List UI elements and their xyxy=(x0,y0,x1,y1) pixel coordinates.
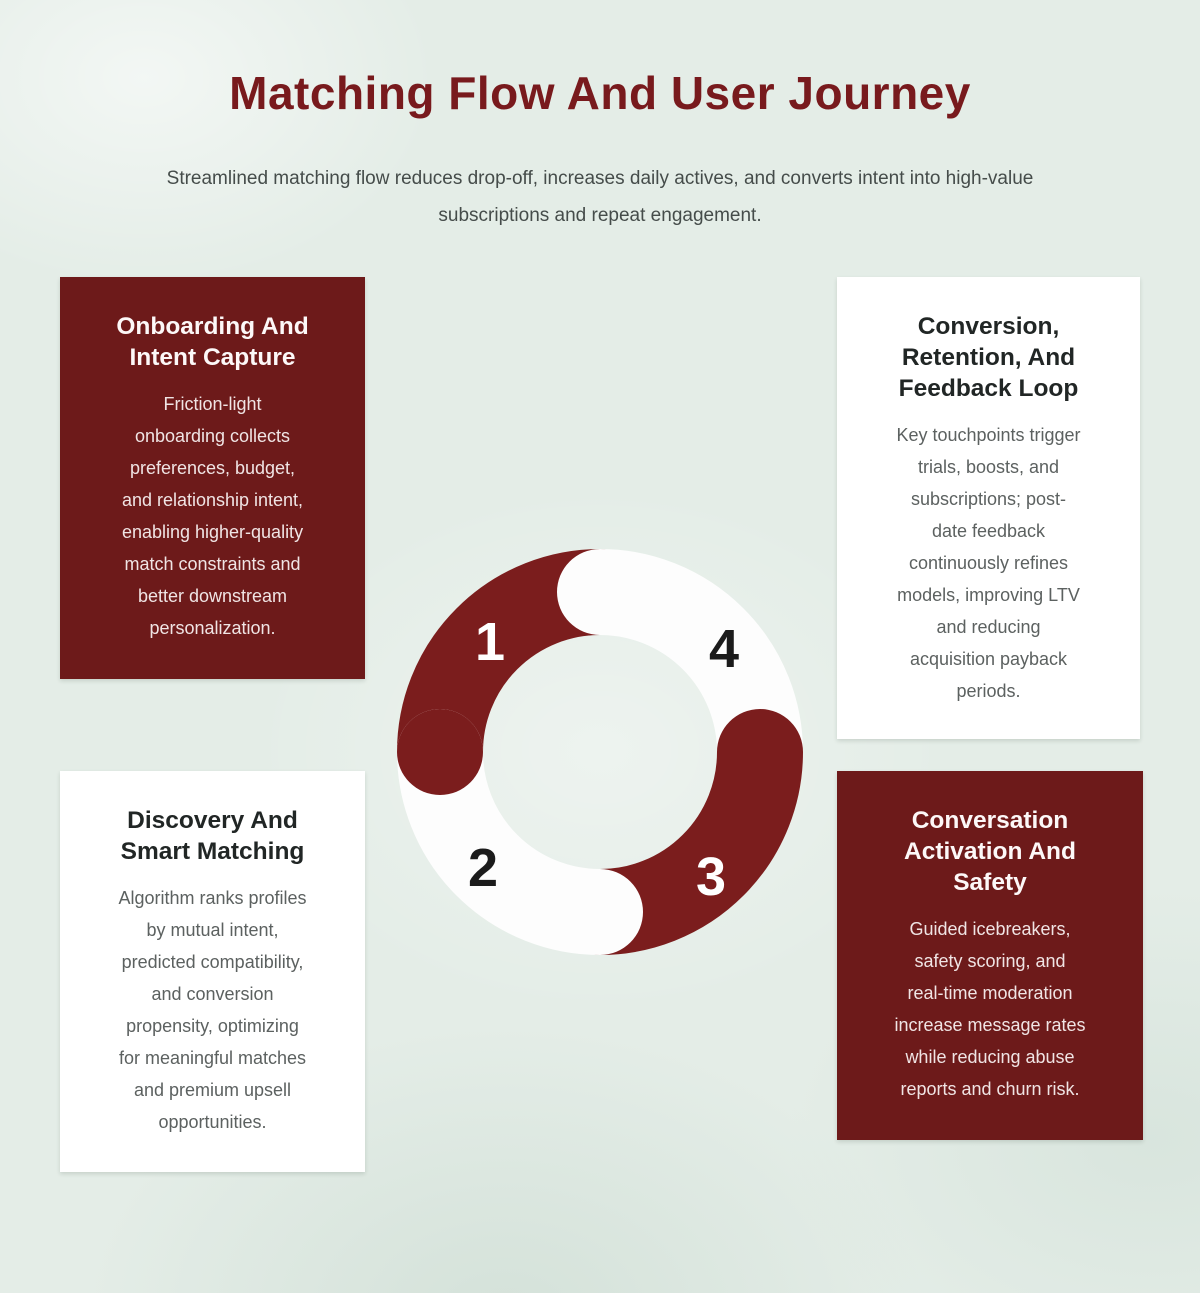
step-number-3: 3 xyxy=(696,847,726,907)
page-subtitle: Streamlined matching flow reduces drop-o… xyxy=(166,168,1034,226)
cycle-diagram-svg: 1 2 3 4 xyxy=(397,549,803,955)
card-conversation-activation-and-safety: Conversation Activation And Safety Guide… xyxy=(837,771,1143,1140)
card-body: Friction-light onboarding collects prefe… xyxy=(121,394,304,638)
page-title: Matching Flow And User Journey xyxy=(229,67,971,119)
card-title: Conversion, Retention, And Feedback Loop xyxy=(898,313,1079,402)
card-body: Guided icebreakers, safety scoring, and … xyxy=(894,919,1086,1099)
card-body: Key touchpoints trigger trials, boosts, … xyxy=(896,425,1081,701)
card-title: Conversation Activation And Safety xyxy=(904,807,1076,896)
step-number-1: 1 xyxy=(475,612,505,672)
card-title: Discovery And Smart Matching xyxy=(120,807,305,865)
step-number-4: 4 xyxy=(709,619,739,679)
card-title: Onboarding And Intent Capture xyxy=(116,313,309,371)
cycle-segment-1-cap xyxy=(397,709,483,795)
card-conversion-retention-feedback-loop: Conversion, Retention, And Feedback Loop… xyxy=(837,277,1140,739)
card-onboarding-and-intent-capture: Onboarding And Intent Capture Friction-l… xyxy=(60,277,365,679)
card-body: Algorithm ranks profiles by mutual inten… xyxy=(118,888,307,1132)
cycle-diagram: 1 2 3 4 xyxy=(380,532,820,972)
step-number-2: 2 xyxy=(468,838,498,898)
card-discovery-and-smart-matching: Discovery And Smart Matching Algorithm r… xyxy=(60,771,365,1172)
